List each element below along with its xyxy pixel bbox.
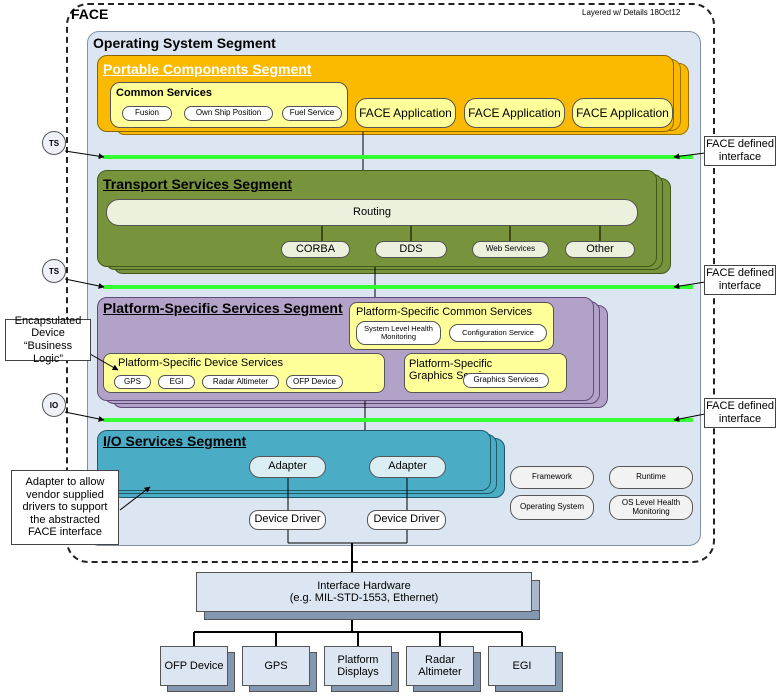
device-gps-box: GPS <box>242 646 310 686</box>
interface-hardware-detail: (e.g. MIL-STD-1553, Ethernet) <box>289 592 439 604</box>
arrow-ts-2 <box>64 278 105 289</box>
device-gps: GPS <box>114 375 151 389</box>
platform-device-services-title: Platform-Specific Device Services <box>118 357 284 369</box>
arrow-adapter <box>119 486 151 511</box>
device-ofp-device: OFP Device <box>286 375 343 389</box>
device-radar-altimeter-box: Radar Altimeter <box>406 646 474 686</box>
io-segment-title: I/O Services Segment <box>103 433 247 449</box>
platform-segment-title: Platform-Specific Services Segment <box>103 300 343 316</box>
device-driver-2: Device Driver <box>367 510 446 530</box>
face-application-1: FACE Application <box>355 98 456 128</box>
io-marker: IO <box>42 393 66 417</box>
arrow-ts-1 <box>64 150 105 160</box>
routing-bar: Routing <box>106 199 638 226</box>
platform-common-services-title: Platform-Specific Common Services <box>356 306 533 318</box>
device-egi-box: EGI <box>488 646 556 686</box>
system-level-health-monitoring: System Level Health Monitoring <box>356 321 441 345</box>
face-title: FACE <box>71 6 109 22</box>
arrow-interface-2 <box>673 281 706 290</box>
dds: DDS <box>375 241 447 258</box>
other: Other <box>565 241 635 258</box>
fuel-service: Fuel Service <box>282 106 342 121</box>
business-logic-callout: Encapsulated Device “Business Logic” <box>5 315 91 365</box>
arrow-io <box>64 411 105 422</box>
version-note: Layered w/ Details 18Oct12 <box>582 8 681 17</box>
interface-hardware-title: Interface Hardware <box>317 580 411 592</box>
configuration-service: Configuration Service <box>449 324 547 342</box>
adapter-callout: Adapter to allow vendor supplied drivers… <box>11 470 119 545</box>
interface-callout-2: FACE defined interface <box>704 265 776 295</box>
arrow-interface-3 <box>673 413 706 422</box>
runtime: Runtime <box>609 466 693 489</box>
interface-callout-3: FACE defined interface <box>704 398 776 428</box>
graphics-services: Graphics Services <box>463 373 549 388</box>
portable-segment-title: Portable Components Segment <box>103 61 312 77</box>
transport-segment-title: Transport Services Segment <box>103 176 293 192</box>
face-application-3: FACE Application <box>572 98 673 128</box>
fusion-service: Fusion <box>122 106 172 121</box>
face-application-2: FACE Application <box>464 98 565 128</box>
interface-callout-1: FACE defined interface <box>704 136 776 166</box>
arrow-interface-1 <box>673 152 706 160</box>
own-ship-position-service: Own Ship Position <box>184 106 273 121</box>
device-radar-altimeter: Radar Altimeter <box>202 375 279 389</box>
framework: Framework <box>510 466 594 489</box>
device-egi: EGI <box>158 375 195 389</box>
ts-marker-1: TS <box>42 131 66 155</box>
os-segment-title: Operating System Segment <box>93 35 276 51</box>
interface-hardware: Interface Hardware (e.g. MIL-STD-1553, E… <box>196 572 532 612</box>
ts-marker-2: TS <box>42 259 66 283</box>
device-platform-displays-box: Platform Displays <box>324 646 392 686</box>
os-level-health-monitoring: OS Level Health Monitoring <box>609 495 693 520</box>
adapter-1: Adapter <box>249 456 326 478</box>
common-services-title: Common Services <box>116 87 212 99</box>
device-driver-1: Device Driver <box>249 510 326 530</box>
adapter-2: Adapter <box>369 456 446 478</box>
operating-system: Operating System <box>510 495 594 520</box>
device-ofp-box: OFP Device <box>160 646 228 686</box>
arrow-business-logic <box>89 353 119 371</box>
corba: CORBA <box>281 241 350 258</box>
web-services: Web Services <box>472 241 549 258</box>
